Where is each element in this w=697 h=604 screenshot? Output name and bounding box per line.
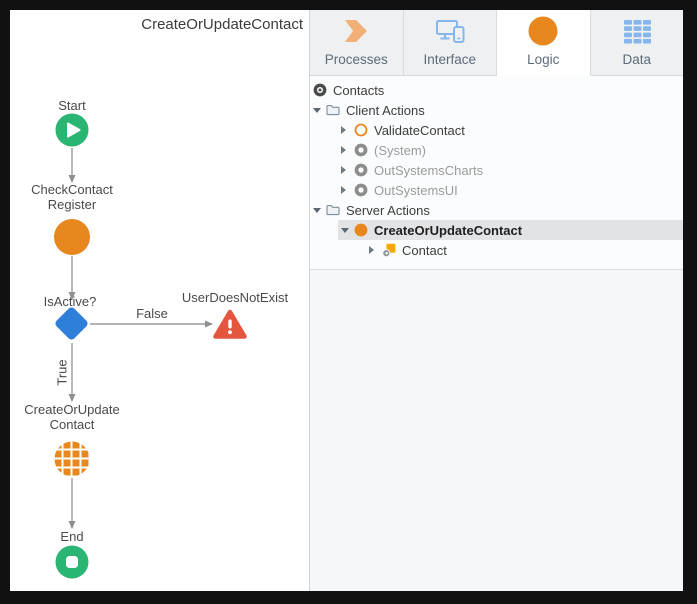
tab-label: Data: [622, 52, 652, 67]
play-icon: [67, 122, 81, 138]
end-node-label: End: [60, 529, 84, 544]
tab-label: Interface: [423, 52, 477, 67]
create-or-update-contact-node-label: CreateOrUpdate Contact: [24, 402, 120, 432]
reference-icon: [354, 183, 368, 197]
logic-icon: [528, 15, 558, 47]
create-or-update-contact-node[interactable]: [54, 441, 90, 477]
folder-icon: [326, 103, 340, 117]
reference-icon: [354, 163, 368, 177]
interface-icon: [434, 15, 466, 47]
tree-item-label: CreateOrUpdateContact: [374, 222, 523, 238]
tree-item-outsystemsui[interactable]: OutSystemsUI: [310, 180, 683, 200]
right-panel: Processes Interface: [309, 10, 683, 591]
stop-icon: [66, 556, 78, 568]
user-does-not-exist-label: UserDoesNotExist: [181, 290, 289, 305]
module-icon: [313, 83, 327, 97]
tab-bar: Processes Interface: [310, 10, 683, 76]
chevron-right-icon[interactable]: [341, 126, 354, 134]
chevron-down-icon[interactable]: [313, 207, 326, 213]
chevron-right-icon[interactable]: [341, 186, 354, 194]
start-node-label: Start: [58, 98, 86, 113]
tree-item-label: Contact: [402, 242, 447, 258]
tree-item-label: Client Actions: [346, 102, 425, 118]
tree-item-contacts[interactable]: Contacts: [310, 80, 683, 100]
data-icon: [622, 15, 652, 47]
tree-item-label: Server Actions: [346, 202, 430, 218]
entity-icon: [382, 243, 396, 257]
tree-item-validatecontact[interactable]: ValidateContact: [310, 120, 683, 140]
reference-icon: [354, 143, 368, 157]
check-contact-register-label: CheckContact Register: [31, 182, 113, 212]
server-action-icon: [354, 223, 368, 237]
tree-item-label: (System): [374, 142, 426, 158]
chevron-right-icon[interactable]: [341, 146, 354, 154]
true-branch-label: True: [54, 359, 70, 386]
check-contact-register-node[interactable]: [54, 219, 90, 255]
client-action-icon: [354, 123, 368, 137]
tree-item-createorupdatecontact[interactable]: CreateOrUpdateContact: [310, 220, 683, 240]
folder-icon: [326, 203, 340, 217]
tab-label: Logic: [527, 52, 560, 67]
tree-item-outsystemscharts[interactable]: OutSystemsCharts: [310, 160, 683, 180]
chevron-right-icon[interactable]: [341, 166, 354, 174]
tree-item-client-actions[interactable]: Client Actions: [310, 100, 683, 120]
is-active-if-node[interactable]: [53, 305, 90, 342]
app-window: CreateOrUpdateContact Start: [10, 10, 683, 591]
flow-title: CreateOrUpdateContact: [141, 16, 303, 33]
tab-processes[interactable]: Processes: [310, 10, 404, 76]
chevron-down-icon[interactable]: [341, 227, 354, 233]
flow-canvas: CreateOrUpdateContact Start: [10, 10, 309, 591]
tab-label: Processes: [324, 52, 388, 67]
false-branch-label: False: [136, 306, 168, 321]
processes-icon: [341, 15, 371, 47]
tree-item-system[interactable]: (System): [310, 140, 683, 160]
tab-logic[interactable]: Logic: [497, 10, 591, 76]
chevron-down-icon[interactable]: [313, 107, 326, 113]
start-node[interactable]: [55, 113, 89, 147]
tree-item-label: Contacts: [333, 82, 385, 98]
tree-item-server-actions[interactable]: Server Actions: [310, 200, 683, 220]
chevron-right-icon[interactable]: [369, 246, 382, 254]
logic-tree: Contacts Client Actions ValidateContact: [310, 76, 683, 270]
tree-item-label: ValidateContact: [374, 122, 465, 138]
entity-grid-sphere-icon: [54, 441, 90, 477]
tab-interface[interactable]: Interface: [403, 10, 497, 76]
user-does-not-exist-exception-node[interactable]: [213, 309, 247, 340]
tree-item-label: OutSystemsUI: [374, 182, 458, 198]
tree-item-label: OutSystemsCharts: [374, 162, 484, 178]
end-node[interactable]: [55, 545, 89, 579]
panel-empty-area: [310, 270, 683, 591]
tab-data[interactable]: Data: [590, 10, 683, 76]
is-active-label: IsActive?: [43, 294, 97, 309]
tree-item-contact[interactable]: Contact: [310, 240, 683, 260]
